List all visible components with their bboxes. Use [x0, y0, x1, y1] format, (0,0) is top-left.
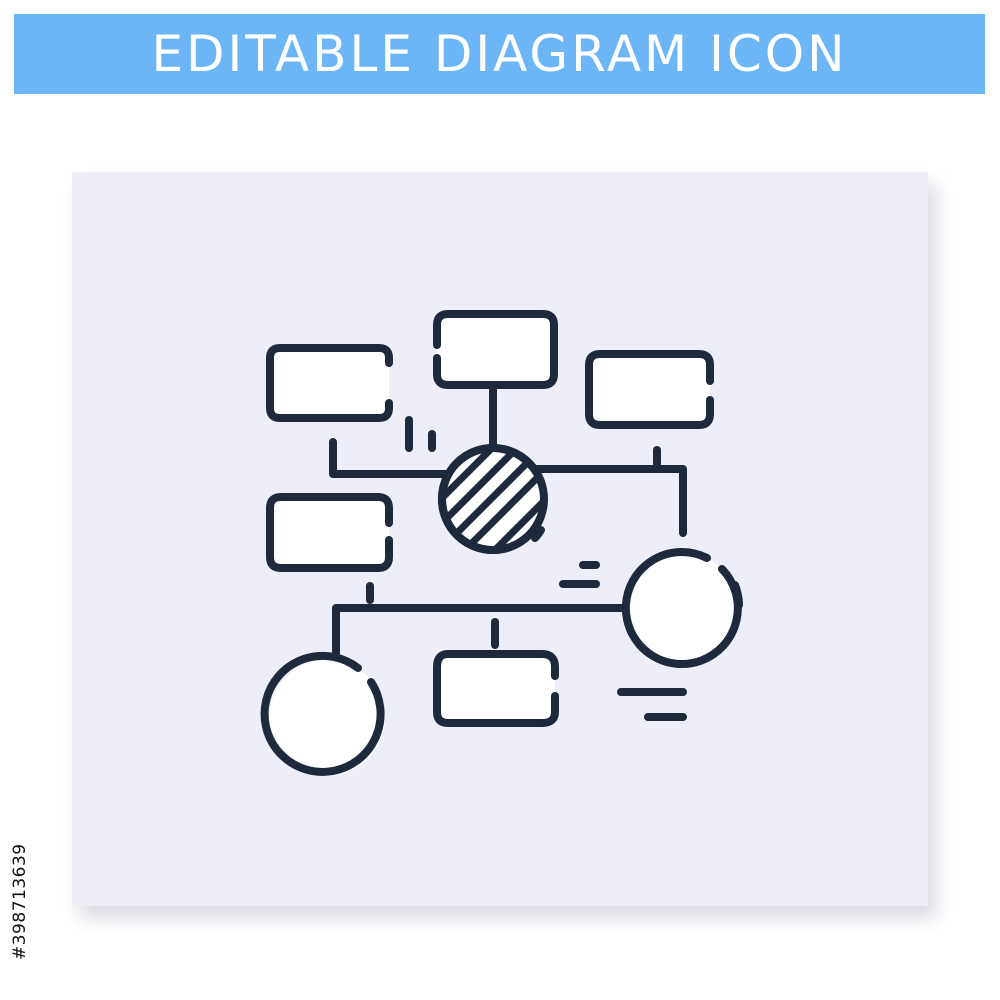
box-node-top-center [433, 310, 558, 389]
box-node-top-right [585, 350, 714, 429]
decorative-dashes [405, 416, 687, 721]
connector-lines [329, 385, 687, 661]
box-node-middle-left [266, 493, 393, 572]
title-banner: EDITABLE DIAGRAM ICON [14, 14, 985, 94]
box-node-top-left [266, 344, 393, 422]
stock-image-id: #398713639 [10, 843, 30, 960]
circle-node-right [621, 548, 743, 669]
hub-hatched-circle [438, 444, 548, 554]
box-node-bottom-center [433, 650, 559, 727]
circle-node-bottom-left [260, 651, 385, 776]
banner-title: EDITABLE DIAGRAM ICON [151, 25, 848, 83]
